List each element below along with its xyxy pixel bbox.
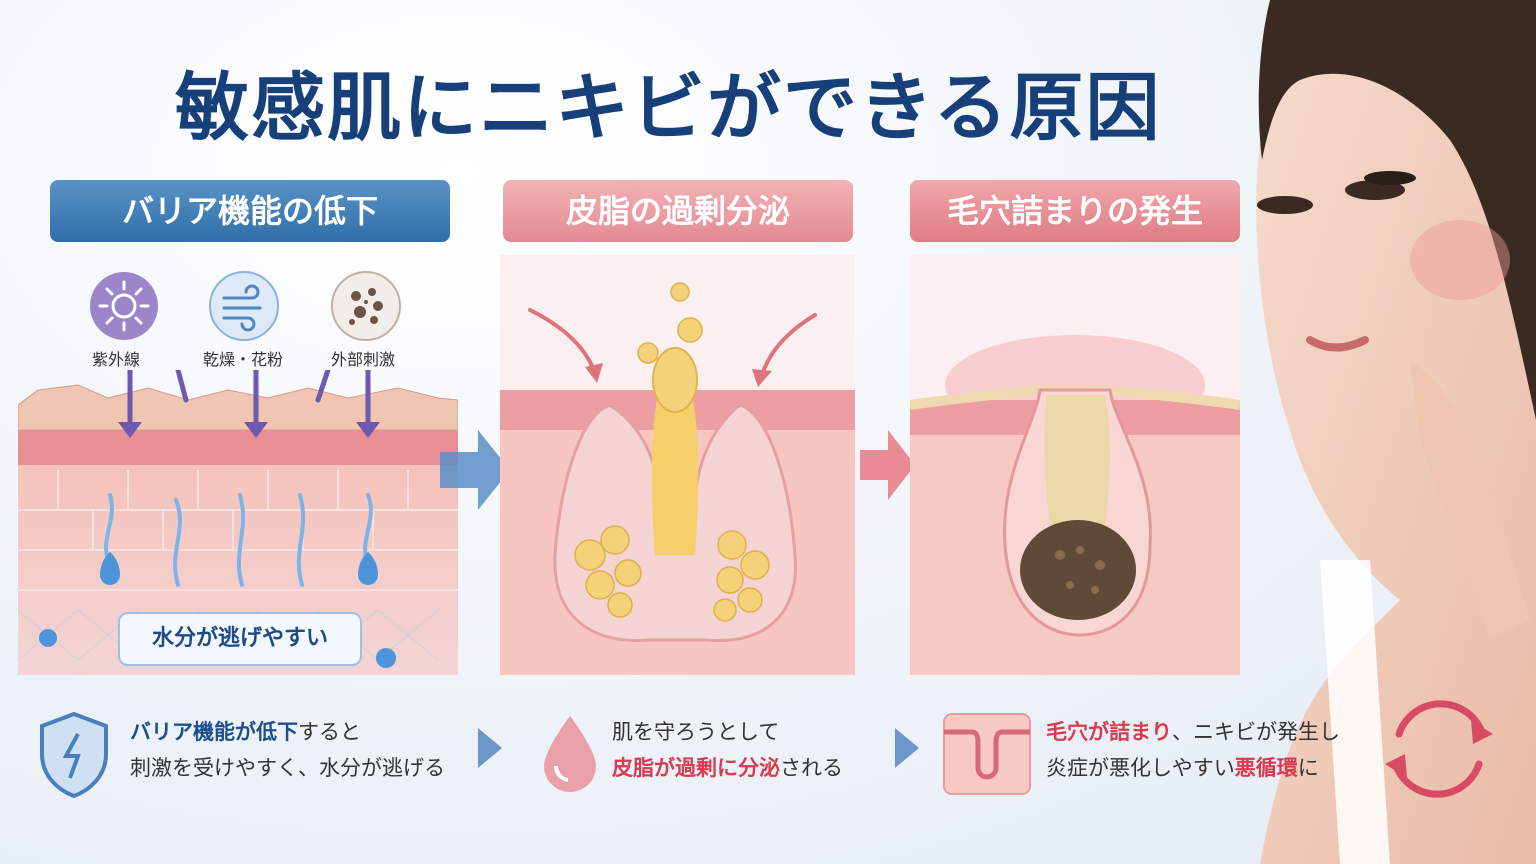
sun-icon <box>90 272 158 340</box>
stressor-label-uv: 紫外線 <box>92 350 141 369</box>
caption-step3: 毛穴が詰まり、ニキビが発生し 炎症が悪化しやすい悪循環に <box>1046 714 1340 786</box>
caption-step2: 肌を守ろうとして 皮脂が過剰に分泌される <box>612 714 843 786</box>
oil-drop-icon <box>544 716 596 792</box>
woman-illustration <box>1256 0 1536 864</box>
page-title: 敏感肌にニキビができる原因 <box>175 65 1162 151</box>
caption-step1-highlight: バリア機能が低下 <box>130 720 298 744</box>
caption-step3-rest: 、ニキビが発生し <box>1172 720 1340 744</box>
step1-header: バリア機能の低下 <box>50 180 450 242</box>
caption-step2-highlight: 皮脂が過剰に分泌 <box>612 756 780 780</box>
caption-step3-highlight: 毛穴が詰まり <box>1046 720 1172 744</box>
caption-step3-cycle: 悪循環 <box>1234 756 1298 780</box>
shield-icon <box>40 711 108 799</box>
step2-header: 皮脂の過剰分泌 <box>503 180 853 242</box>
caption-step3-end: に <box>1297 756 1319 780</box>
wind-icon <box>209 271 279 341</box>
pore-icon <box>943 713 1031 795</box>
caption-step3-line2: 炎症が悪化しやすい <box>1046 756 1235 780</box>
chevron-right-icon <box>478 728 502 768</box>
cycle-icon <box>1385 700 1493 798</box>
moisture-loss-badge: 水分が逃げやすい <box>118 612 362 666</box>
caption-step1-line2: 刺激を受けやすく、水分が逃げる <box>130 756 445 780</box>
arrow-right-icon-2 <box>860 430 915 500</box>
step3-header: 毛穴詰まりの発生 <box>910 180 1240 242</box>
caption-step2-rest: される <box>780 756 843 780</box>
caption-step2-line1: 肌を守ろうとして <box>612 720 780 744</box>
caption-step1-rest: すると <box>298 720 361 744</box>
sebum-gland-diagram <box>500 255 855 675</box>
arrow-right-icon <box>440 430 510 510</box>
particles-icon <box>331 271 401 341</box>
clogged-pore-diagram <box>910 255 1240 675</box>
stressor-label-external: 外部刺激 <box>331 350 396 369</box>
stressor-label-dryness: 乾燥・花粉 <box>203 350 284 369</box>
chevron-right-icon-2 <box>895 728 919 768</box>
caption-step1: バリア機能が低下すると 刺激を受けやすく、水分が逃げる <box>130 714 445 786</box>
